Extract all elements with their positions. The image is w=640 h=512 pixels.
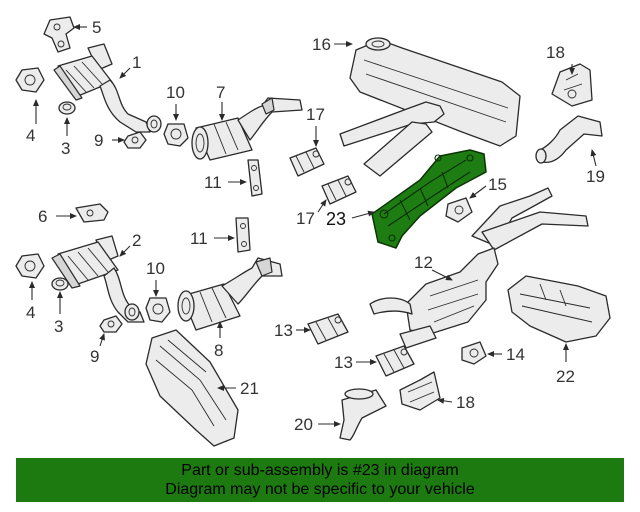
clamp-part-17-lower[interactable] (321, 175, 357, 205)
rear-muffler-part-16[interactable] (339, 37, 521, 177)
callout-6: 6 (38, 207, 47, 226)
callout-11: 11 (204, 173, 222, 192)
tail-pipe-part-19[interactable] (535, 115, 603, 164)
callout-18: 18 (546, 43, 565, 62)
callout-3: 3 (54, 317, 63, 336)
pipe-part-20[interactable] (339, 388, 387, 441)
callout-11: 11 (190, 229, 208, 248)
part-info-banner: Part or sub-assembly is #23 in diagram D… (16, 458, 624, 502)
clamp-part-17-upper[interactable] (289, 147, 325, 177)
hanger-part-14[interactable] (461, 341, 487, 365)
callout-8: 8 (214, 341, 223, 360)
callout-23-highlighted: 23 (326, 209, 346, 229)
nut-part-3-upper[interactable] (58, 101, 76, 115)
callout-20: 20 (294, 415, 313, 434)
callout-3: 3 (61, 139, 70, 158)
nut-part-9-lower[interactable] (99, 315, 123, 333)
callout-2: 2 (132, 231, 141, 250)
callout-15: 15 (488, 175, 507, 194)
gasket-part-4-lower[interactable] (15, 253, 45, 279)
callout-9: 9 (90, 347, 99, 366)
nut-part-3-lower[interactable] (51, 277, 69, 291)
callout-13: 13 (334, 353, 353, 372)
catalytic-converter-part-8[interactable] (177, 257, 283, 331)
catalytic-converter-part-7[interactable] (191, 97, 303, 161)
callout-17: 17 (306, 105, 325, 124)
callout-17: 17 (296, 209, 315, 228)
banner-line-disclaimer: Diagram may not be specific to your vehi… (165, 481, 475, 498)
nut-part-9-upper[interactable] (123, 131, 147, 149)
gasket-part-10-lower[interactable] (145, 297, 171, 323)
bracket-part-18-lower[interactable] (399, 371, 441, 411)
crossmember-part-23-highlighted[interactable] (371, 149, 487, 249)
callout-9: 9 (94, 131, 103, 150)
catalytic-converter-part-1[interactable] (53, 43, 151, 133)
callout-10: 10 (146, 259, 165, 278)
callout-12: 12 (414, 253, 433, 272)
callout-4: 4 (26, 303, 35, 322)
callout-7: 7 (216, 83, 225, 102)
callout-13: 13 (274, 321, 293, 340)
callout-5: 5 (92, 18, 101, 37)
heat-shield-part-22[interactable] (507, 275, 611, 343)
center-muffler-part-12[interactable] (369, 187, 589, 349)
bracket-part-18-upper[interactable] (551, 63, 593, 107)
callout-14: 14 (506, 345, 525, 364)
clamp-part-13-upper[interactable] (307, 313, 349, 345)
hanger-part-15[interactable] (445, 197, 473, 223)
callout-21: 21 (240, 379, 259, 398)
callout-19: 19 (586, 167, 605, 186)
leader-lines (29, 24, 597, 427)
callout-18: 18 (456, 393, 475, 412)
heat-shield-part-21[interactable] (145, 329, 239, 447)
bracket-part-6[interactable] (75, 203, 109, 223)
callout-22: 22 (556, 367, 575, 386)
callout-16: 16 (312, 35, 331, 54)
gasket-part-10-upper[interactable] (163, 123, 189, 147)
flange-part-2-outlet[interactable] (124, 303, 140, 321)
callout-4: 4 (26, 126, 35, 145)
callout-10: 10 (166, 83, 185, 102)
exhaust-system-diagram: 5 1 4 3 9 10 7 11 6 2 4 3 9 10 8 11 21 1… (15, 16, 611, 447)
banner-line-part-number: Part or sub-assembly is #23 in diagram (181, 462, 459, 479)
callout-labels: 5 1 4 3 9 10 7 11 6 2 4 3 9 10 8 11 21 1… (26, 18, 605, 434)
flange-part-1-outlet[interactable] (146, 115, 162, 133)
bracket-part-11-upper[interactable] (247, 159, 263, 197)
gasket-part-4-upper[interactable] (15, 67, 45, 93)
bracket-part-5[interactable] (43, 16, 75, 53)
bracket-part-11-lower[interactable] (235, 217, 251, 253)
callout-1: 1 (132, 53, 141, 72)
clamp-part-13-lower[interactable] (375, 345, 415, 377)
